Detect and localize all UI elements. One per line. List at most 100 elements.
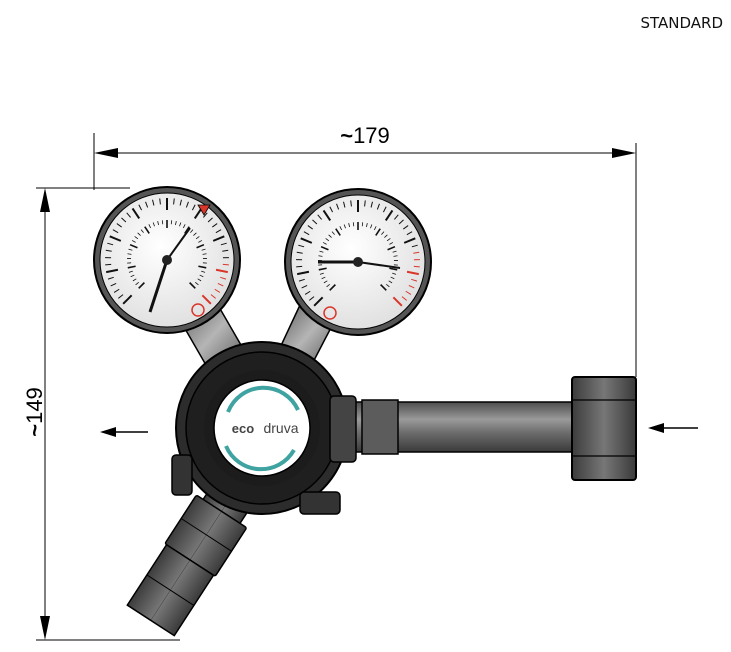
- gauge-tick: [370, 201, 373, 208]
- gauge-inner-tick: [386, 238, 391, 242]
- flow-in-arrow-icon: [648, 423, 698, 433]
- gauge-inner-tick: [388, 280, 393, 284]
- gauge-tick: [105, 268, 119, 274]
- gauge-inner-tick: [387, 245, 396, 251]
- gauge-inner-tick: [132, 278, 137, 282]
- gauge-tick: [406, 270, 420, 276]
- gauge-inner-tick: [134, 236, 139, 240]
- gauge-inner-tick: [329, 284, 336, 291]
- gauge-tick: [398, 219, 404, 225]
- gauge-inner-tick: [196, 243, 205, 249]
- gauge-tick: [413, 251, 420, 254]
- left-gauge: [93, 186, 241, 334]
- gauge-inner-tick: [128, 248, 133, 251]
- gauge-inner-tick: [182, 224, 186, 229]
- gauge-tick: [300, 237, 313, 244]
- gauge-inner-tick: [128, 270, 133, 273]
- gauge-inner-tick: [137, 232, 141, 236]
- gauge-tick: [405, 290, 412, 295]
- gauge-inner-tick: [144, 226, 150, 234]
- gauge-tick: [110, 282, 117, 287]
- gauge-tick: [138, 204, 143, 211]
- gauge-inner-tick: [127, 253, 132, 255]
- gauge-tick: [411, 278, 418, 282]
- gauge-inner-tick: [326, 283, 330, 288]
- gauge-tick: [159, 198, 161, 205]
- gauge-tick: [185, 201, 189, 208]
- gauge-tick: [408, 284, 415, 289]
- gauge-inner-tick: [348, 223, 350, 228]
- gauge-inner-tick: [335, 228, 341, 236]
- gauge-inner-tick: [131, 240, 136, 243]
- gauge-inner-tick: [195, 281, 199, 286]
- gauge-inner-tick: [197, 278, 202, 282]
- gauge-tick: [152, 199, 155, 206]
- gauge-inner-tick: [366, 223, 368, 228]
- gauge-inner-tick: [201, 248, 206, 251]
- gauge-inner-tick: [127, 265, 136, 269]
- gauge-tick: [105, 249, 112, 252]
- gauge-inner-tick: [130, 274, 135, 278]
- gauge-inner-tick: [198, 265, 207, 269]
- druva-logo: eco druva: [213, 379, 311, 477]
- gauge-inner-tick: [328, 234, 332, 238]
- gauge-tick: [131, 207, 141, 219]
- gauge-tick: [307, 225, 313, 230]
- gauge-tick: [222, 249, 229, 252]
- gauge-tick: [298, 244, 305, 248]
- gauge-tick: [220, 242, 227, 246]
- gauge-inner-tick: [190, 229, 194, 233]
- gauge-tick: [191, 204, 196, 211]
- gauge-inner-tick: [393, 255, 398, 257]
- gauge-tick: [107, 242, 114, 246]
- gauge-tick: [296, 251, 303, 254]
- gauge-inner-tick: [331, 231, 335, 235]
- gauge-inner-tick: [198, 240, 203, 243]
- gauge-tick: [215, 268, 229, 274]
- gauge-inner-tick: [138, 282, 145, 289]
- gauge-inner-tick: [320, 245, 329, 251]
- gauge-inner-tick: [193, 232, 197, 236]
- gauge-tick: [313, 296, 324, 307]
- gauge-tick: [303, 231, 310, 236]
- height-value: ~149: [22, 387, 47, 437]
- gauge-tick: [212, 223, 218, 228]
- gauge-inner-tick: [152, 222, 155, 227]
- gauge-tick: [376, 203, 380, 210]
- gauge-inner-tick: [199, 274, 204, 278]
- gauge-tick: [403, 225, 409, 230]
- gauge-tick: [173, 198, 175, 205]
- gauge-tick: [193, 207, 203, 219]
- gauge-tick: [364, 200, 366, 207]
- gauge-inner-tick: [189, 282, 196, 289]
- variant-label: STANDARD: [640, 14, 723, 32]
- gauge-inner-tick: [140, 229, 144, 233]
- gauge-tick: [109, 235, 122, 242]
- gauge-tick: [179, 199, 182, 206]
- gauge-tick: [112, 229, 119, 234]
- gauge-tick: [411, 244, 418, 248]
- gauge-tick: [220, 276, 227, 280]
- gauge-tick: [350, 200, 352, 207]
- gauge-inner-tick: [321, 276, 326, 280]
- gauge-tick: [301, 284, 308, 289]
- height-dimension: ~149: [22, 187, 180, 641]
- gauge-tick: [336, 203, 340, 210]
- gauge-inner-tick: [370, 224, 373, 229]
- gauge-tick: [145, 201, 149, 208]
- gauge-tick: [392, 296, 403, 307]
- gauge-inner-tick: [179, 222, 182, 227]
- gauge-inner-tick: [373, 226, 377, 231]
- gauge-tick: [202, 212, 208, 218]
- gauge-tick: [296, 270, 310, 276]
- gauge-inner-tick: [201, 270, 206, 273]
- gauge-inner-tick: [339, 226, 343, 231]
- gauge-inner-tick: [384, 234, 388, 238]
- gauge-inner-tick: [157, 221, 159, 226]
- inlet-pipe: [329, 376, 637, 481]
- logo-mark: eco: [232, 421, 254, 436]
- right-gauge: [284, 188, 432, 336]
- gauge-tick: [215, 229, 222, 234]
- gauge-tick: [401, 296, 407, 301]
